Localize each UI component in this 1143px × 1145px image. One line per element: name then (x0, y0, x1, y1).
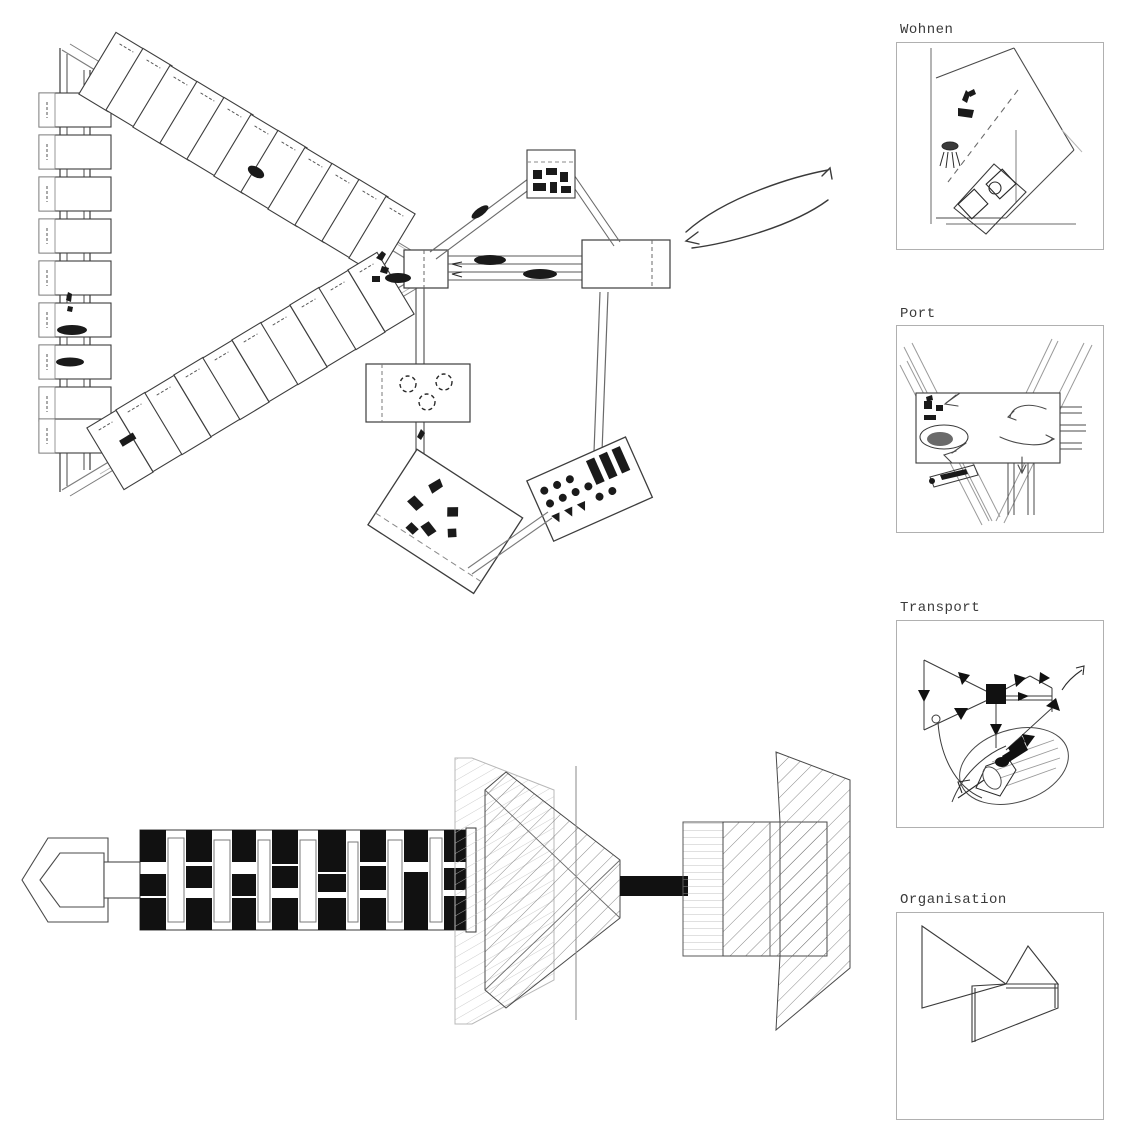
direction-markers (918, 672, 1060, 747)
corridor-east-arrows (451, 261, 463, 278)
pavilion-north (526, 149, 576, 199)
outgoing-arrow (1061, 665, 1085, 691)
incoming-arrow (957, 779, 985, 799)
corridor-east (448, 255, 582, 281)
pavilion-southwest (367, 448, 524, 595)
elevation-slab-vertical (682, 821, 724, 957)
aircraft-glyph (975, 736, 1028, 797)
hub-figures (372, 251, 411, 283)
panel-label-organisation: Organisation (900, 892, 1007, 908)
panel-organisation (896, 912, 1104, 1120)
pavilion-south (365, 363, 471, 423)
transport-hub-node (986, 684, 1006, 704)
pavilion-east (581, 239, 671, 289)
module-row-lower-diagonal (86, 251, 415, 491)
corridor-east-vehicles (474, 255, 557, 279)
shower-icon (939, 141, 961, 169)
elevation-svg (21, 751, 851, 1032)
elevation-fan-volume-right (775, 751, 851, 1032)
module-row-vertical (38, 92, 112, 454)
vehicle-glyph-upper (247, 165, 265, 179)
furniture-row (953, 163, 1027, 235)
elevation-wedge-volume (484, 771, 621, 1009)
panel-wohnen (896, 42, 1104, 250)
elevation-striped-bar (139, 827, 477, 933)
circulation-loop-arrow (684, 166, 833, 249)
site-plan-svg (38, 31, 833, 595)
central-hub-node (403, 249, 449, 289)
crate-glyphs (924, 395, 943, 420)
panel-label-wohnen: Wohnen (900, 22, 954, 38)
port-terminal-block (915, 392, 1061, 464)
panel-wohnen-svg (896, 42, 1104, 250)
link-southeast (467, 511, 553, 575)
flow-arrows (942, 392, 1056, 475)
panel-frame (896, 912, 1104, 1120)
panel-transport-svg (896, 620, 1104, 828)
loop-connector (931, 714, 1007, 803)
main-site-plan (0, 0, 880, 620)
plant-icon (958, 89, 976, 118)
panel-label-port: Port (900, 306, 936, 322)
vehicle-glyph-north-link (471, 205, 489, 219)
pavilion-southeast (525, 436, 654, 543)
vehicle-glyphs-vertical (56, 292, 87, 367)
spine-southeast (593, 291, 609, 453)
boat-glyphs (919, 424, 979, 488)
panel-transport (896, 620, 1104, 828)
panel-organisation-svg (896, 912, 1104, 1120)
figure-glyph-south (417, 429, 425, 440)
elevation-connector-bar (620, 876, 688, 896)
panel-port-svg (896, 325, 1104, 533)
module-row-upper-diagonal (78, 31, 416, 277)
vehicle-glyph-lower (119, 432, 137, 447)
organisation-diagram (921, 924, 1060, 1043)
dwelling-unit-plan (935, 47, 1075, 219)
quay-lines (1007, 406, 1086, 515)
elevation-terminus (21, 837, 141, 923)
panel-tick (1061, 129, 1083, 153)
panel-port (896, 325, 1104, 533)
longitudinal-elevation (0, 690, 880, 1090)
panel-label-transport: Transport (900, 600, 981, 616)
